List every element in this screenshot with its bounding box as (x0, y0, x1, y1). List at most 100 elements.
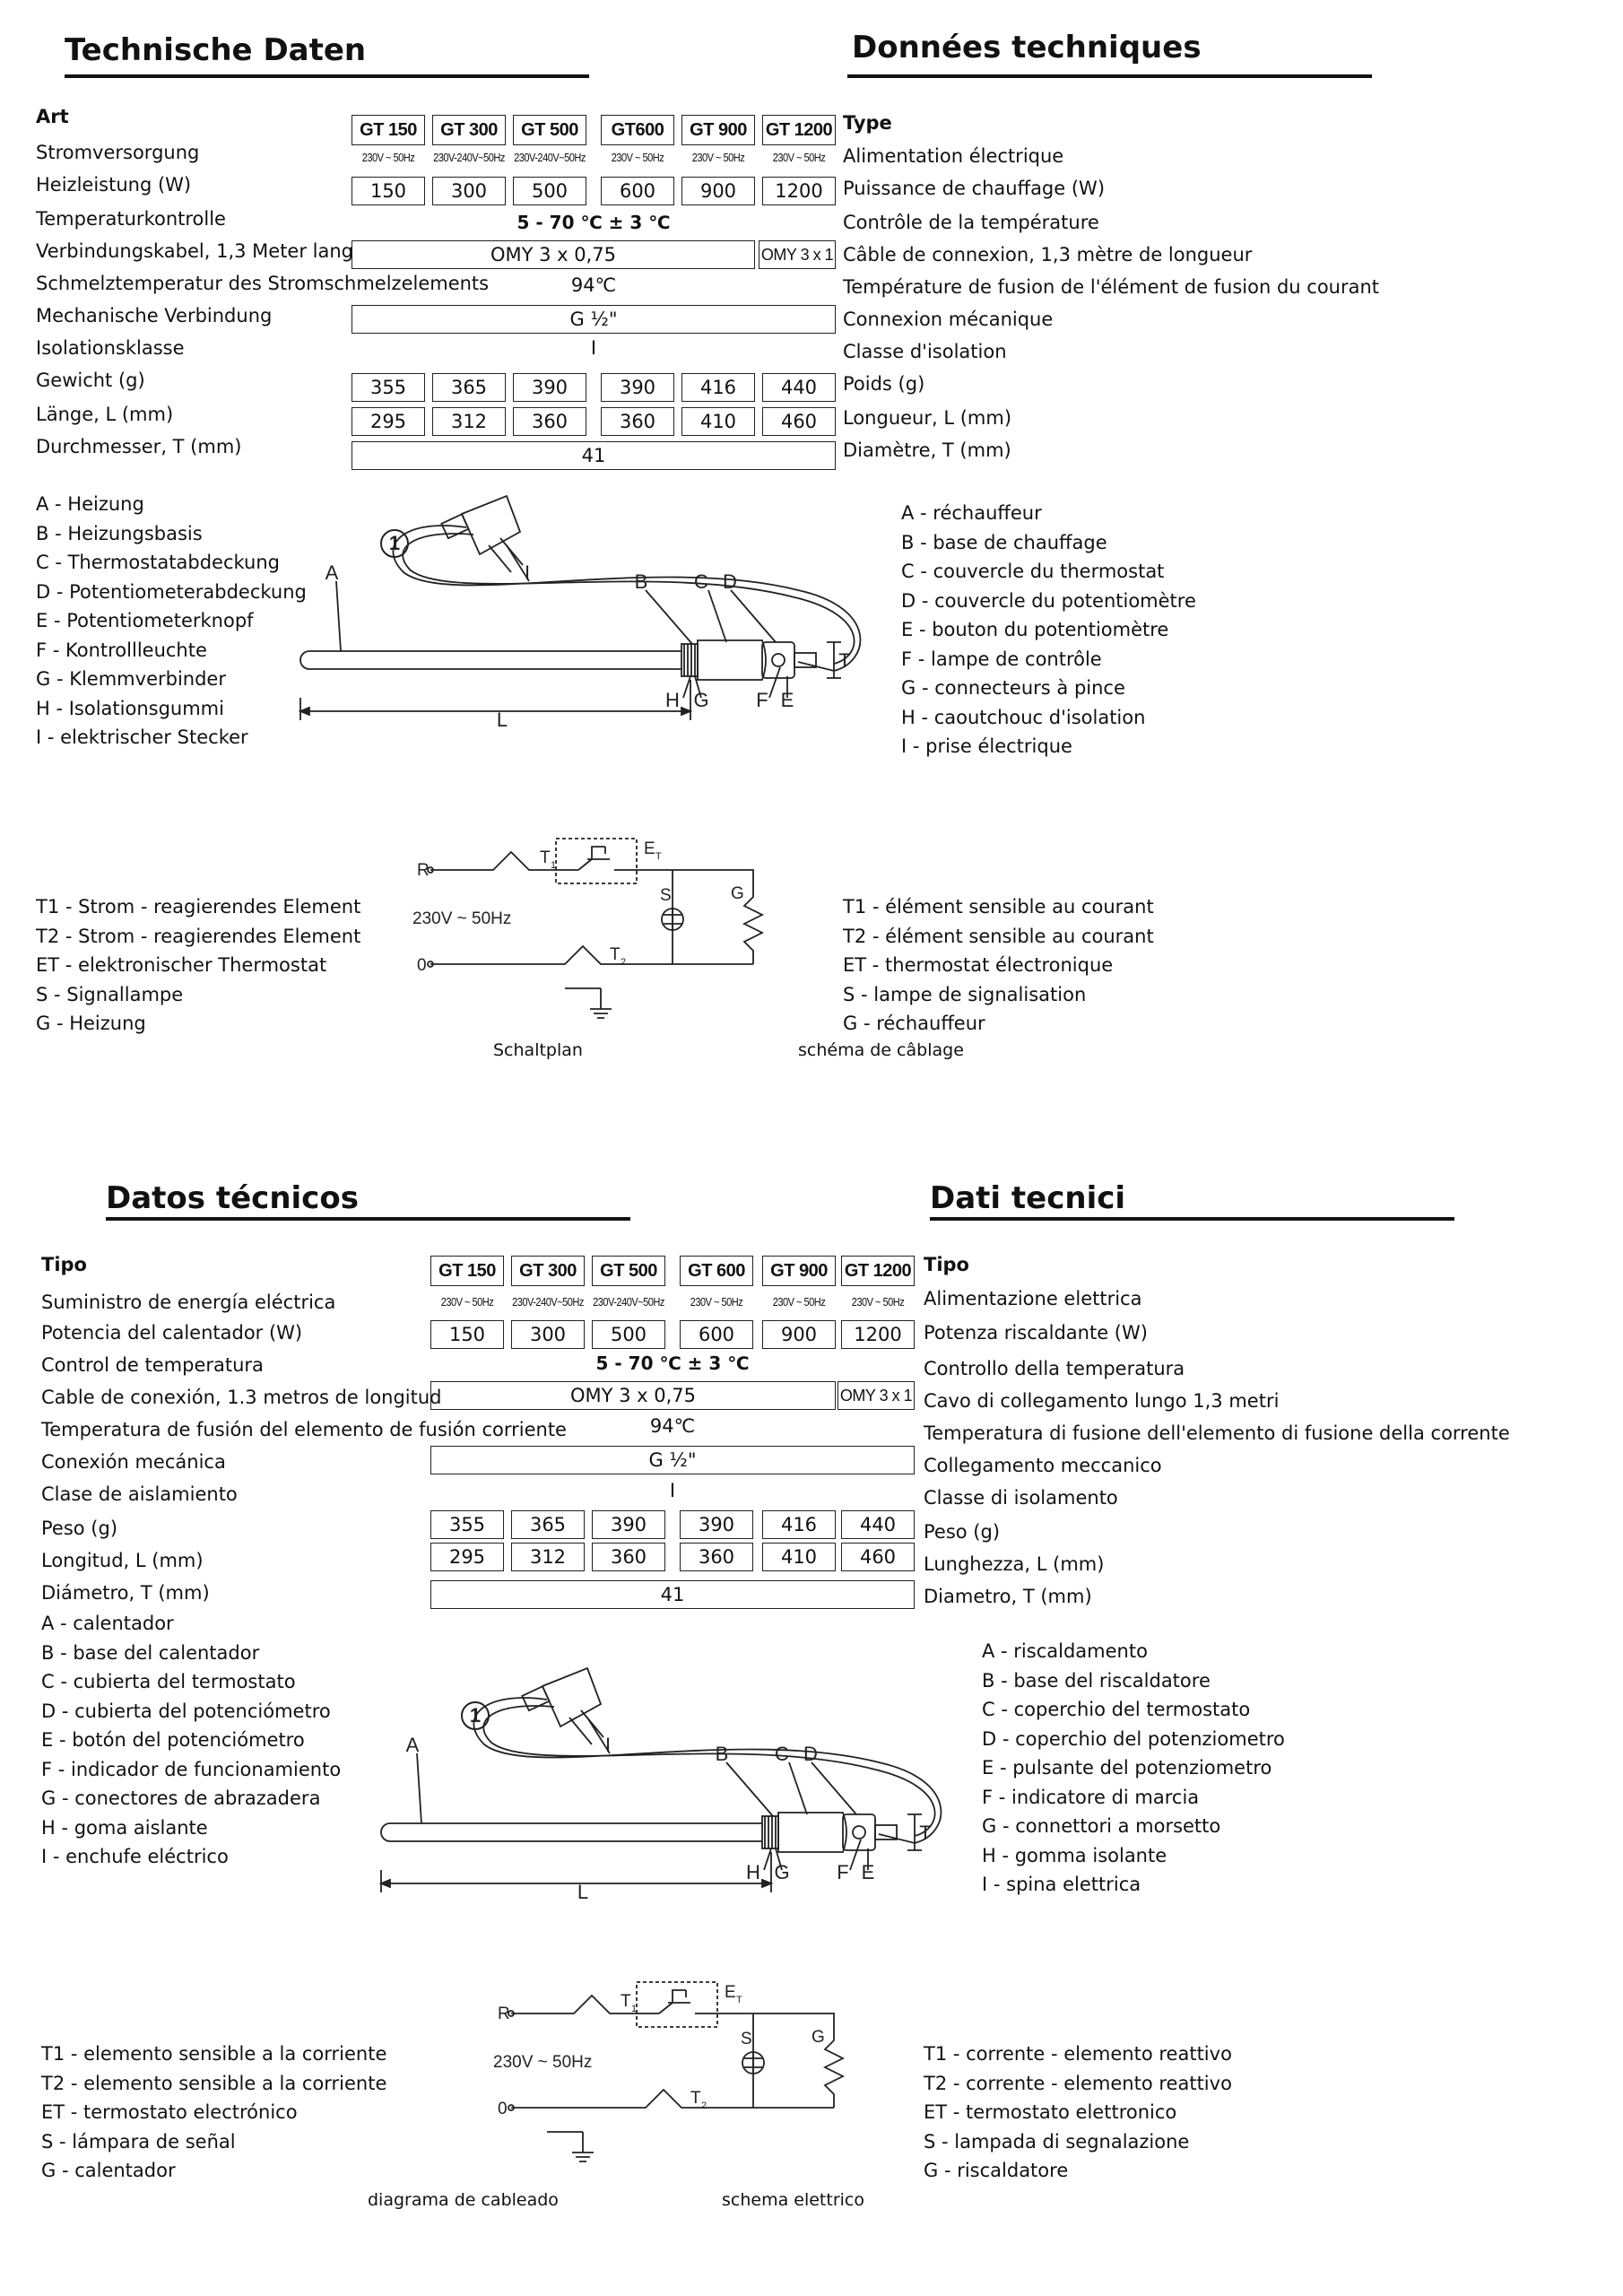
model-box: GT 150 (430, 1256, 504, 1286)
model-box: GT 1200 (841, 1256, 915, 1286)
legend-item: C - cubierta del termostato (41, 1671, 296, 1692)
legend-item: G - connecteurs à pince (901, 677, 1125, 699)
plug-body (541, 1666, 603, 1728)
wiring-label-S: S (660, 886, 672, 905)
spec-row-label: Länge, L (mm) (36, 404, 174, 425)
legend-item: H - goma aislante (41, 1816, 208, 1839)
legend-item: B - Heizungsbasis (36, 522, 203, 544)
wiring-label-zero: 0 (417, 956, 427, 975)
power-box: 500 (592, 1320, 665, 1349)
legend-item: T1 - corrente - elemento reattivo (924, 2043, 1232, 2065)
wiring-caption: Schaltplan (493, 1040, 583, 1060)
spec-row-label: Alimentation électrique (843, 145, 1064, 167)
diameter-box: 41 (352, 441, 836, 470)
thermostat-switch (658, 1989, 690, 2014)
spec-row-label: Art (36, 106, 69, 127)
circuit-wires (511, 1994, 846, 2109)
diagram-label-A: A (325, 561, 339, 584)
spec-row-label: Peso (g) (41, 1518, 118, 1539)
thermostat-cover (777, 1812, 847, 1853)
length-box: 360 (592, 1543, 665, 1571)
spec-row-label: Heizleistung (W) (36, 174, 192, 196)
legend-item: A - riscaldamento (982, 1640, 1148, 1662)
title-underline (847, 74, 1372, 78)
diagram-label-I: I (605, 1734, 611, 1756)
legend-item: C - couvercle du thermostat (901, 561, 1165, 582)
plug-pins (568, 1709, 604, 1745)
model-box: GT 300 (511, 1256, 585, 1286)
legend-item: C - coperchio del termostato (982, 1699, 1251, 1720)
length-box: 312 (432, 407, 506, 436)
legend-item: G - riscaldatore (924, 2160, 1069, 2181)
spec-row-label: Classe d'isolation (843, 341, 1007, 362)
legend-item: D - coperchio del potenziometro (982, 1727, 1285, 1750)
weight-box: 355 (430, 1510, 504, 1539)
base-thread (764, 1816, 777, 1848)
legend-item: E - bouton du potentiomètre (901, 619, 1169, 640)
model-box: GT600 (601, 115, 674, 145)
length-box: 312 (511, 1543, 585, 1571)
spec-row-label: Alimentazione elettrica (924, 1288, 1142, 1309)
spec-row-label: Temperatura di fusione dell'elemento di … (924, 1422, 1510, 1444)
thermostat-box (555, 838, 638, 884)
legend-item: H - caoutchouc d'isolation (901, 706, 1146, 728)
callout-circle (461, 1701, 490, 1730)
legend-item: T2 - corrente - elemento reattivo (924, 2072, 1232, 2094)
legend-item: I - enchufe eléctrico (41, 1846, 229, 1867)
diagram-label-D: D (803, 1743, 818, 1765)
spec-row-label: Type (843, 112, 892, 134)
diagram-label-L: L (497, 709, 508, 731)
spec-row-label: Lunghezza, L (mm) (924, 1553, 1105, 1575)
model-box: GT 900 (762, 1256, 836, 1286)
power-box: 150 (352, 177, 425, 205)
voltage-label: 230V-240V~50Hz (433, 151, 505, 164)
legend-item: G - calentador (41, 2160, 176, 2181)
terminal-R (508, 2010, 515, 2017)
weight-box: 440 (762, 373, 836, 402)
wiring-label-T1: T (621, 1992, 631, 2011)
heater-rod (299, 650, 681, 670)
legend-item: S - lampe de signalisation (843, 983, 1087, 1005)
connection-box: G ½" (430, 1446, 915, 1474)
legend-item: F - lampe de contrôle (901, 648, 1102, 670)
wiring-caption: schéma de câblage (798, 1040, 964, 1060)
power-box: 900 (681, 177, 755, 205)
wiring-label-G: G (731, 884, 744, 903)
wiring-label-T1_sub: 1 (631, 2004, 637, 2014)
diagram-label-E: E (862, 1861, 875, 1883)
voltage-label: 230V-240V~50Hz (512, 1295, 584, 1309)
diagram-label-L: L (577, 1881, 588, 1903)
voltage-label: 230V ~ 50Hz (772, 1295, 826, 1309)
length-box: 460 (762, 407, 836, 436)
section-title: Dati tecnici (930, 1180, 1126, 1216)
power-cable (473, 1697, 942, 1844)
length-box: 360 (680, 1543, 753, 1571)
weight-box: 440 (841, 1510, 915, 1539)
legend-item: B - base de chauffage (901, 531, 1107, 553)
spec-row-label: Cable de conexión, 1.3 metros de longitu… (41, 1387, 442, 1408)
plug-grip (440, 513, 470, 540)
legend-item: T1 - élément sensible au courant (843, 896, 1154, 918)
spec-row-label: Diámetro, T (mm) (41, 1582, 210, 1604)
model-box: GT 600 (680, 1256, 753, 1286)
length-box: 295 (430, 1543, 504, 1571)
dimension-lines (380, 1813, 922, 1892)
wiring-label-T2: T (610, 945, 621, 964)
spec-row-label: Control de temperatura (41, 1354, 264, 1376)
plug-pins (488, 537, 524, 573)
spec-row-label: Peso (g) (924, 1521, 1001, 1543)
spec-row-label: Suministro de energía eléctrica (41, 1292, 336, 1313)
leader-lines (416, 1717, 869, 1871)
power-cable (392, 525, 862, 672)
spec-row-label: Stromversorgung (36, 142, 200, 163)
legend-item: ET - thermostat électronique (843, 954, 1114, 976)
diameter-box: 41 (430, 1580, 915, 1609)
knob-shaft (794, 652, 817, 668)
heater-drawing (378, 1666, 942, 1892)
spec-row-label: Connexion mécanique (843, 309, 1054, 330)
base-thread (683, 644, 696, 676)
